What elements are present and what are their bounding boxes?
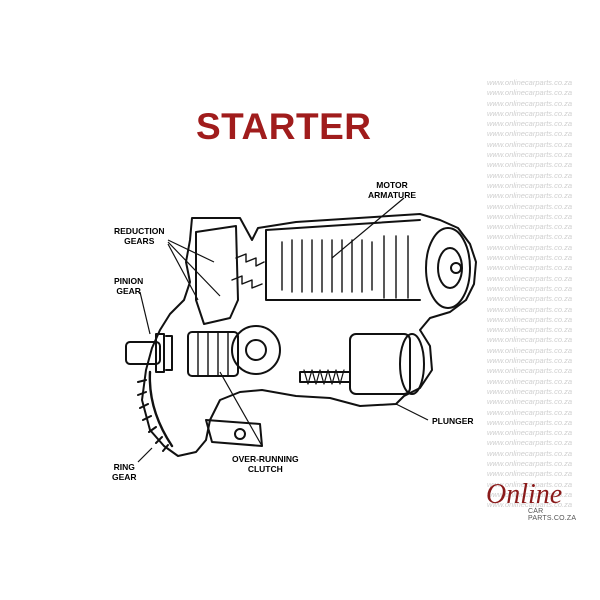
watermark-line: www.onlinecarparts.co.za: [487, 273, 573, 283]
watermark-line: www.onlinecarparts.co.za: [487, 407, 573, 417]
pinion-shaft: [125, 341, 161, 365]
leader-clutch: [219, 371, 263, 447]
gear-housing: [195, 225, 239, 325]
leader-reduction-gears-1: [167, 239, 215, 263]
watermark-line: www.onlinecarparts.co.za: [487, 314, 573, 324]
mount-hole: [234, 428, 246, 440]
watermark-line: www.onlinecarparts.co.za: [487, 88, 573, 98]
plunger-spring: [303, 369, 345, 385]
watermark-line: www.onlinecarparts.co.za: [487, 335, 573, 345]
watermark-line: www.onlinecarparts.co.za: [487, 397, 573, 407]
watermark-line: www.onlinecarparts.co.za: [487, 170, 573, 180]
watermark-line: www.onlinecarparts.co.za: [487, 98, 573, 108]
leader-reduction-gears-3: [167, 243, 199, 301]
label-over-running-clutch: OVER-RUNNING CLUTCH: [232, 454, 299, 474]
watermark-line: www.onlinecarparts.co.za: [487, 129, 573, 139]
watermark-line: www.onlinecarparts.co.za: [487, 489, 573, 499]
reduction-gear-teeth: [231, 253, 265, 289]
label-motor-armature-line1: MOTOR: [376, 180, 408, 190]
watermark-line: www.onlinecarparts.co.za: [487, 325, 573, 335]
watermark-line: www.onlinecarparts.co.za: [487, 356, 573, 366]
pinion-teeth: [155, 333, 173, 373]
logo-main-text: Online: [486, 479, 563, 510]
end-cap-bolt: [450, 262, 462, 274]
solenoid-end: [399, 333, 425, 395]
watermark-line: www.onlinecarparts.co.za: [487, 469, 573, 479]
motor-housing: [265, 219, 421, 301]
leader-motor-armature: [331, 197, 405, 259]
watermark-line: www.onlinecarparts.co.za: [487, 150, 573, 160]
label-motor-armature-line2: ARMATURE: [368, 190, 417, 200]
label-motor-armature: MOTOR ARMATURE: [368, 180, 416, 200]
watermark-line: www.onlinecarparts.co.za: [487, 232, 573, 242]
page-title: STARTER: [196, 106, 372, 147]
mounting-flange: [205, 419, 263, 447]
watermark-line: www.onlinecarparts.co.za: [487, 253, 573, 263]
label-reduction-gears: REDUCTION GEARS: [114, 226, 165, 246]
commutator: [383, 235, 409, 299]
label-pinion-gear-line2: GEAR: [116, 286, 141, 296]
watermark-line: www.onlinecarparts.co.za: [487, 108, 573, 118]
label-reduction-gears-line2: GEARS: [124, 236, 155, 246]
watermark-line: www.onlinecarparts.co.za: [487, 78, 573, 87]
solenoid-body: [349, 333, 411, 395]
ring-gear-teeth: [137, 379, 169, 452]
watermark-line: www.onlinecarparts.co.za: [487, 366, 573, 376]
watermark-line: www.onlinecarparts.co.za: [487, 500, 573, 510]
intermediate-gear: [231, 325, 281, 375]
watermark-line: www.onlinecarparts.co.za: [487, 180, 573, 190]
watermark-line: www.onlinecarparts.co.za: [487, 376, 573, 386]
watermark-line: www.onlinecarparts.co.za: [487, 201, 573, 211]
label-pinion-gear-line1: PINION: [114, 276, 144, 286]
watermark-line: www.onlinecarparts.co.za: [487, 160, 573, 170]
clutch-body: [187, 331, 239, 377]
label-ring-gear-line1: RING: [113, 462, 135, 472]
housing-outline: [141, 213, 477, 457]
watermark-line: www.onlinecarparts.co.za: [487, 242, 573, 252]
logo-sub-text: CAR PARTS.CO.ZA: [528, 508, 577, 522]
online-car-parts-logo: Online CAR PARTS.CO.ZA: [486, 479, 586, 523]
label-plunger: PLUNGER: [432, 416, 474, 426]
watermark-line: www.onlinecarparts.co.za: [487, 283, 573, 293]
watermark-line: www.onlinecarparts.co.za: [487, 139, 573, 149]
label-reduction-gears-line1: REDUCTION: [114, 226, 165, 236]
watermark-line: www.onlinecarparts.co.za: [487, 438, 573, 448]
intermediate-gear-hub: [245, 339, 267, 361]
watermark-line: www.onlinecarparts.co.za: [487, 386, 573, 396]
watermark-line: www.onlinecarparts.co.za: [487, 191, 573, 201]
armature-windings: [281, 239, 373, 293]
label-ring-gear-line2: GEAR: [112, 472, 137, 482]
watermark-line: www.onlinecarparts.co.za: [487, 119, 573, 129]
leader-reduction-gears-2: [167, 241, 221, 297]
watermark-line: www.onlinecarparts.co.za: [487, 458, 573, 468]
watermark-line: www.onlinecarparts.co.za: [487, 448, 573, 458]
watermark-line: www.onlinecarparts.co.za: [487, 479, 573, 489]
ring-gear-arc: [148, 370, 174, 448]
clutch-rollers: [197, 331, 229, 377]
watermark-line: www.onlinecarparts.co.za: [487, 222, 573, 232]
watermark-line: www.onlinecarparts.co.za: [487, 428, 573, 438]
label-over-running-clutch-line1: OVER-RUNNING: [232, 454, 299, 464]
watermark-line: www.onlinecarparts.co.za: [487, 294, 573, 304]
watermark-line: www.onlinecarparts.co.za: [487, 211, 573, 221]
label-over-running-clutch-line2: CLUTCH: [247, 464, 283, 474]
leader-plunger: [395, 403, 429, 421]
watermark-line: www.onlinecarparts.co.za: [487, 417, 573, 427]
watermark-line: www.onlinecarparts.co.za: [487, 304, 573, 314]
watermark-line: www.onlinecarparts.co.za: [487, 345, 573, 355]
watermark-line: www.onlinecarparts.co.za: [487, 263, 573, 273]
leader-ring-gear: [137, 447, 153, 463]
leader-pinion-gear: [139, 291, 151, 335]
label-ring-gear: RING GEAR: [112, 462, 137, 482]
label-pinion-gear: PINION GEAR: [114, 276, 143, 296]
end-cap: [425, 227, 471, 309]
